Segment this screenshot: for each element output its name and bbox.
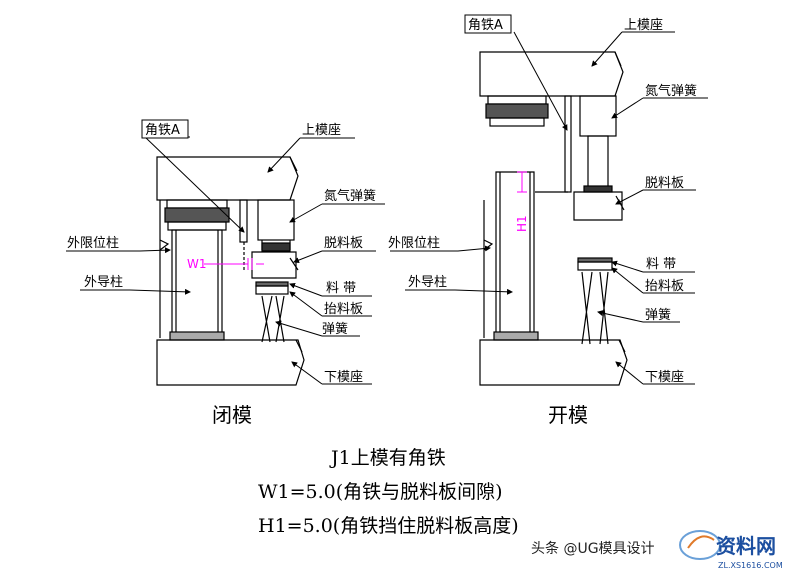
- logo-text: 资料网: [716, 534, 776, 558]
- lifter-plate-open: [577, 261, 613, 271]
- h1-dimension: H1: [515, 171, 529, 232]
- label-lower-die-seat-open: 下模座: [645, 370, 684, 385]
- label-stripper-plate: 脱料板: [324, 236, 363, 251]
- closed-mold: [156, 156, 305, 386]
- w1-dimension: W1: [187, 257, 264, 271]
- label-outer-limit-post-open: 外限位柱: [388, 236, 440, 251]
- strip: [255, 281, 289, 287]
- strip-open: [577, 257, 613, 263]
- logo-subtext: ZL.XS1616.COM: [718, 561, 783, 570]
- lifter-plate: [255, 285, 289, 295]
- caption-open-mold: 开模: [548, 403, 588, 427]
- label-strip-open: 料 带: [646, 257, 676, 272]
- label-spring: 弹簧: [322, 321, 348, 337]
- label-nitrogen-spring-open: 氮气弹簧: [645, 83, 697, 99]
- formula-w1: W1=5.0(角铁与脱料板间隙): [258, 481, 503, 503]
- label-spring-open: 弹簧: [645, 307, 671, 323]
- label-stripper-plate-open: 脱料板: [645, 176, 684, 191]
- spring-open: [581, 271, 609, 345]
- upper-die-seat: [156, 156, 299, 201]
- stripper-plate: [251, 251, 297, 279]
- formula-title: J1上模有角铁: [329, 447, 446, 469]
- stripper-plate-open: [573, 191, 623, 221]
- outer-limit-post: [159, 200, 170, 338]
- label-upper-die-seat: 上模座: [302, 123, 341, 138]
- formula-h1: H1=5.0(角铁挡住脱料板高度): [258, 515, 519, 537]
- h1-label: H1: [515, 215, 529, 232]
- watermark-text: 头条 @UG模具设计: [531, 540, 655, 557]
- nitrogen-spring-open: [579, 95, 617, 137]
- label-lower-die-seat: 下模座: [324, 370, 363, 385]
- spring: [261, 295, 285, 343]
- label-upper-die-seat-open: 上模座: [624, 18, 663, 33]
- label-outer-guide-post: 外导柱: [84, 275, 123, 290]
- label-angle-iron-open: 角铁A: [468, 18, 503, 33]
- lower-die-seat: [156, 339, 305, 386]
- caption-closed-mold: 闭模: [212, 403, 252, 427]
- watermark: 头条 @UG模具设计 资料网 ZL.XS1616.COM: [531, 530, 783, 570]
- closed-mold-labels: 角铁A 上模座 氮气弹簧 外限位柱 脱料板 外导柱 料 带 抬料板 弹簧 下模座…: [66, 119, 385, 427]
- w1-label: W1: [187, 257, 207, 271]
- label-angle-iron: 角铁A: [145, 123, 180, 138]
- open-mold: [479, 51, 628, 386]
- label-outer-guide-post-open: 外导柱: [408, 275, 447, 290]
- angle-iron: [239, 199, 248, 243]
- logo-icon: [679, 530, 721, 560]
- label-lifter-plate-open: 抬料板: [645, 279, 684, 294]
- label-outer-limit-post: 外限位柱: [67, 236, 119, 251]
- outer-guide-post: [171, 229, 223, 339]
- lower-die-seat-open: [479, 339, 628, 386]
- upper-die-seat-open: [479, 51, 624, 97]
- nitrogen-spring: [257, 199, 295, 241]
- outer-limit-post-open: [483, 200, 494, 338]
- label-lifter-plate: 抬料板: [324, 302, 363, 317]
- label-nitrogen-spring: 氮气弹簧: [324, 188, 376, 204]
- open-mold-labels: 角铁A 上模座 氮气弹簧 脱料板 外限位柱 外导柱 料 带 抬料板 弹簧 下模座…: [388, 14, 708, 427]
- outer-guide-post-open: [495, 171, 535, 339]
- angle-iron-open: [564, 95, 572, 193]
- formula-block: J1上模有角铁 W1=5.0(角铁与脱料板间隙) H1=5.0(角铁挡住脱料板高…: [258, 447, 519, 537]
- label-strip: 料 带: [326, 281, 356, 296]
